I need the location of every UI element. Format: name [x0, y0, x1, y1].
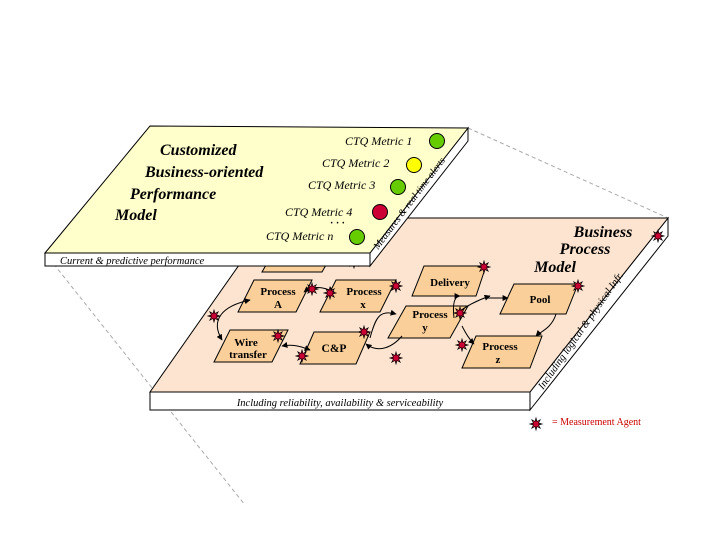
- upper-plane-top: [43, 125, 470, 254]
- perspective-line: [467, 127, 669, 219]
- measurement-agent-icon: [304, 281, 320, 297]
- connector: [365, 335, 403, 350]
- node-delivery: Delivery: [411, 265, 487, 297]
- upper-plane-title-line3: Performance: [129, 186, 216, 203]
- node-label: z: [496, 354, 501, 366]
- ctq-metric-2: CTQ Metric 2: [322, 156, 422, 173]
- status-light-icon: [429, 133, 445, 149]
- upper-plane-title-line2: Business-oriented: [144, 164, 264, 181]
- node-label: C&P: [322, 343, 347, 355]
- performance-model-plane: Current & predictive performance Measure…: [43, 125, 470, 268]
- status-light-icon: [406, 157, 422, 173]
- connector: [461, 325, 475, 345]
- connector: [216, 298, 251, 341]
- lower-plane-title-line3: Model: [533, 259, 576, 276]
- lower-plane-title-line2: Process: [559, 241, 611, 258]
- upper-plane-title-line4: Model: [114, 207, 157, 224]
- node-label: x: [360, 299, 366, 311]
- node-process-z: Process z: [461, 335, 543, 369]
- node-pool: Pool: [499, 283, 579, 315]
- node-label: Process: [482, 341, 518, 353]
- node-label: transfer: [229, 349, 267, 361]
- measurement-agent-icon: [356, 324, 372, 340]
- node-label: A: [274, 299, 282, 311]
- legend: = Measurement Agent: [528, 416, 641, 432]
- measurement-agent-icon: [270, 328, 286, 344]
- ctq-metric-5: CTQ Metric n: [266, 229, 365, 245]
- node-process-a: Process A: [237, 279, 313, 313]
- node-label: Pool: [530, 294, 551, 306]
- ctq-metric-label: CTQ Metric 2: [322, 156, 389, 170]
- metric-ellipsis: · · ·: [330, 218, 345, 229]
- lower-plane-caption: Including reliability, availability & se…: [236, 398, 444, 409]
- node-label: Process: [260, 286, 296, 298]
- upper-plane-caption: Current & predictive performance: [60, 256, 204, 267]
- node-label: y: [422, 322, 428, 334]
- measurement-agent-icon: [476, 259, 492, 275]
- ctq-metric-4: CTQ Metric 4: [285, 204, 388, 220]
- upper-plane-title-line1: Customized: [160, 142, 237, 159]
- node-label: Wire: [234, 337, 258, 349]
- node-process-x: Process x: [319, 279, 397, 313]
- measurement-agent-icon: [528, 416, 544, 432]
- perspective-line: [44, 252, 246, 506]
- measurement-agent-icon: [294, 348, 310, 364]
- status-light-icon: [372, 204, 388, 220]
- connector: [453, 293, 461, 319]
- ctq-metric-label: CTQ Metric 4: [285, 205, 352, 219]
- ctq-metric-label: CTQ Metric 1: [345, 134, 412, 148]
- status-light-icon: [390, 179, 406, 195]
- ctq-metric-label: CTQ Metric 3: [308, 178, 375, 192]
- measurement-agent-icon: [570, 278, 586, 294]
- connector: [281, 342, 311, 351]
- process-connectors: [216, 286, 557, 351]
- measurement-agent-icon: [528, 416, 544, 432]
- connector: [535, 313, 557, 337]
- measurement-agent-icon: [454, 337, 470, 353]
- node-label: Process: [346, 286, 382, 298]
- measurement-agent-icon: [322, 285, 338, 301]
- status-light-icon: [349, 229, 365, 245]
- measurement-agent-icon: [388, 278, 404, 294]
- measurement-agent-icon: [388, 350, 404, 366]
- measurement-agent-icon: [452, 305, 468, 321]
- ctq-metric-3: CTQ Metric 3: [308, 178, 406, 195]
- ctq-metric-label: CTQ Metric n: [266, 229, 333, 243]
- ctq-metrics-list: CTQ Metric 1 CTQ Metric 2 CTQ Metric 3 CTQ …: [266, 133, 445, 245]
- connector: [369, 309, 397, 339]
- measurement-agent-icon: [650, 228, 666, 244]
- node-label: Delivery: [430, 277, 470, 289]
- legend-label: = Measurement Agent: [552, 417, 641, 428]
- measurement-agent-icon: [206, 308, 222, 324]
- lower-plane-title-line1: Business: [573, 224, 633, 241]
- ctq-metric-1: CTQ Metric 1: [345, 133, 445, 149]
- node-label: Process: [412, 309, 448, 321]
